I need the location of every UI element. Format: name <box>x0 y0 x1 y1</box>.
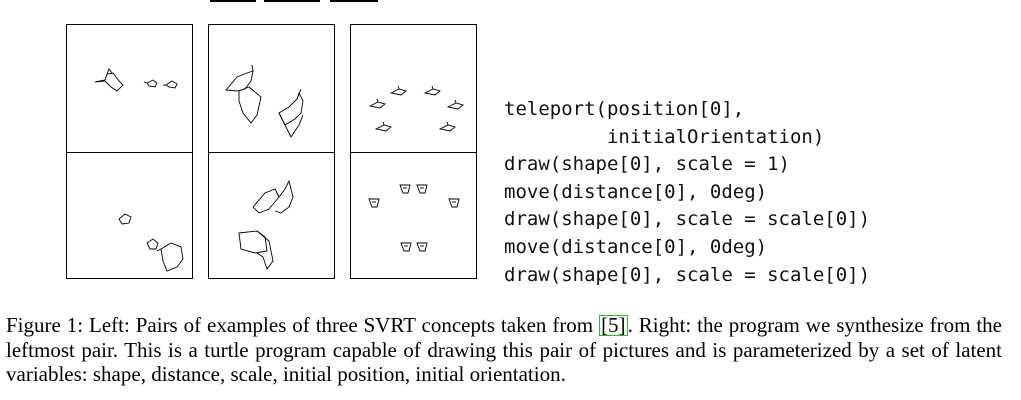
shape-outline <box>163 80 178 89</box>
turtle-program-listing: teleport(position[0], initialOrientation… <box>504 96 870 289</box>
citation-link[interactable]: [5] <box>599 313 628 337</box>
shape-outline <box>374 121 392 132</box>
code-line: move(distance[0], 0deg) <box>504 180 768 203</box>
shape-outline <box>400 242 412 252</box>
caption-text: Figure 1: Left: Pairs of examples of thr… <box>6 313 600 337</box>
shape-outline <box>389 85 407 96</box>
svrt-pair-1-drawing <box>94 68 184 272</box>
shape-outline <box>146 238 159 250</box>
svrt-example-pair-2 <box>208 24 335 279</box>
code-line: initialOrientation) <box>504 125 825 148</box>
shape-outline <box>423 85 441 96</box>
shape-outline <box>368 198 380 208</box>
code-line: teleport(position[0], <box>504 98 745 120</box>
shape-outline <box>438 121 456 132</box>
code-line: move(distance[0], 0deg) <box>504 235 768 258</box>
caption-text: . Right: the program we synthesize from … <box>6 313 1002 386</box>
code-line: draw(shape[0], scale = scale[0]) <box>504 263 871 286</box>
shape-outline <box>238 230 274 270</box>
cropped-text-fragment <box>210 0 256 2</box>
shape-outline <box>94 68 124 92</box>
shape-outline <box>368 98 386 109</box>
svrt-example-pair-3 <box>350 24 477 279</box>
svrt-example-pair-1 <box>66 24 193 279</box>
shape-outline <box>446 99 464 110</box>
shape-outline <box>448 198 460 208</box>
svrt-pair-3-drawing <box>368 85 464 252</box>
svrt-pair-2-drawing <box>225 64 304 270</box>
pair-divider <box>209 152 334 153</box>
cropped-text-fragment <box>264 0 320 2</box>
shape-outline <box>416 184 428 194</box>
shape-outline <box>252 179 294 214</box>
pair-divider <box>351 152 476 153</box>
code-line: draw(shape[0], scale = 1) <box>504 153 790 176</box>
cropped-text-fragment <box>330 0 378 2</box>
shape-outline <box>143 79 158 88</box>
shape-outline <box>225 64 262 124</box>
shape-outline <box>278 88 304 138</box>
shape-outline <box>416 242 428 252</box>
pair-divider <box>67 152 192 153</box>
shape-outline <box>118 213 132 225</box>
figure-caption: Figure 1: Left: Pairs of examples of thr… <box>6 313 1002 387</box>
shape-outline <box>156 242 184 272</box>
code-line: draw(shape[0], scale = scale[0]) <box>504 208 871 231</box>
shape-outline <box>399 184 411 194</box>
